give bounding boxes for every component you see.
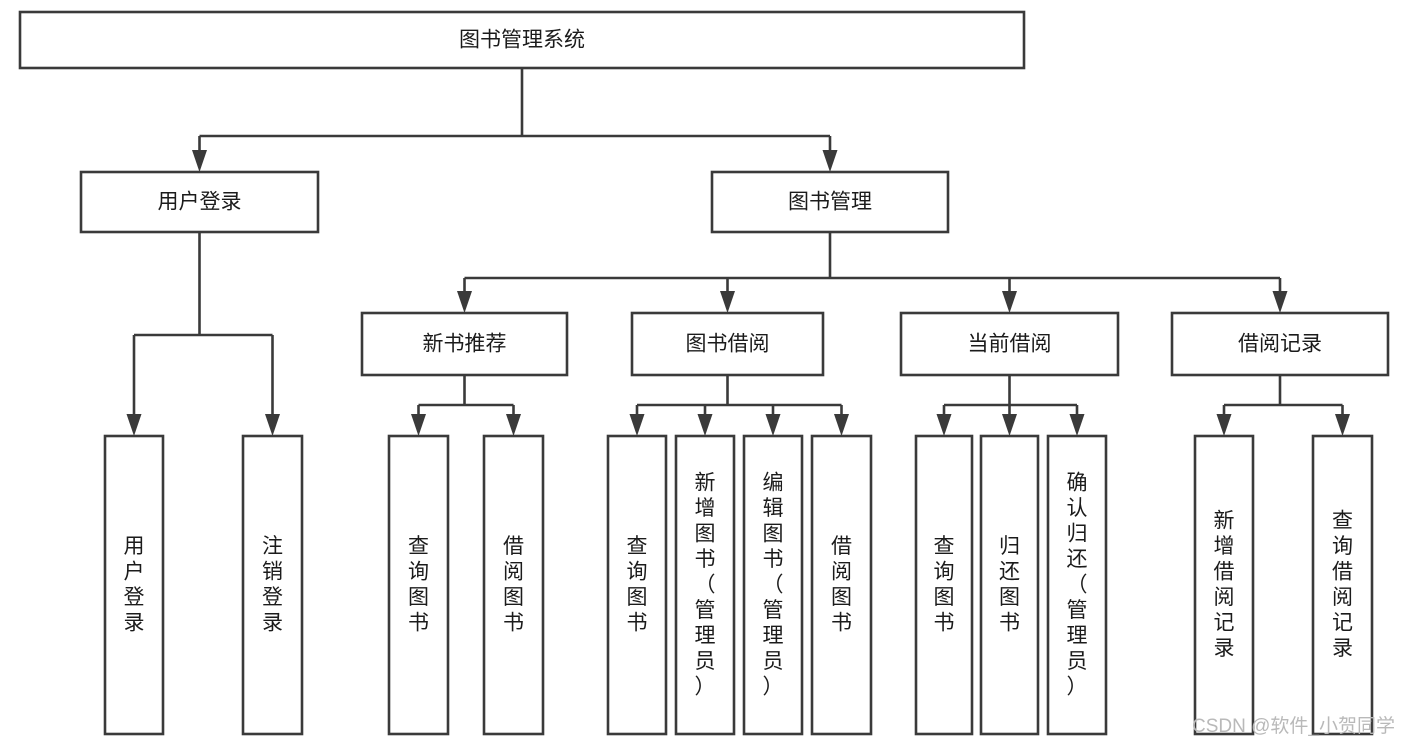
child-arrow-head — [1002, 291, 1017, 313]
node-box-user-logout — [241, 434, 304, 736]
node-borrow-book-rec[interactable]: 借阅图书 — [482, 434, 545, 736]
node-box-query-book-current — [914, 434, 974, 736]
child-arrow-head — [697, 414, 713, 436]
node-label-current-borrow: 当前借阅 — [968, 333, 1052, 356]
node-label-borrow-book-rec: 借阅图书 — [503, 535, 524, 635]
node-box-user-login-do — [103, 434, 165, 736]
child-arrow-head — [1069, 414, 1085, 436]
node-edit-book-admin[interactable]: 编辑图书（管理员） — [742, 434, 804, 736]
node-query-borrow-record[interactable]: 查询借阅记录 — [1311, 434, 1374, 736]
node-query-book-rec[interactable]: 查询图书 — [387, 434, 450, 736]
node-label-borrow-book: 借阅图书 — [831, 535, 852, 635]
child-arrow-head — [1002, 414, 1017, 436]
node-box-confirm-return-admin — [1046, 434, 1108, 736]
node-add-borrow-record[interactable]: 新增借阅记录 — [1193, 434, 1255, 736]
node-box-borrow-book — [810, 434, 873, 736]
node-box-borrow-book-rec — [482, 434, 545, 736]
node-current-borrow[interactable]: 当前借阅 — [899, 311, 1120, 377]
node-box-return-book — [979, 434, 1040, 736]
node-box-book-borrow — [630, 311, 825, 377]
child-arrow-head — [1335, 414, 1350, 436]
node-label-root: 图书管理系统 — [459, 29, 585, 52]
node-box-edit-book-admin — [742, 434, 804, 736]
child-arrow-head — [1272, 291, 1288, 313]
node-box-new-book-recommend — [360, 311, 569, 377]
node-query-book-current[interactable]: 查询图书 — [914, 434, 974, 736]
child-arrow-head — [457, 291, 472, 313]
child-arrow-head — [765, 414, 781, 436]
csdn-watermark: CSDN @软件_小贺同学 — [1192, 715, 1395, 737]
node-label-query-book-borrow: 查询图书 — [627, 535, 648, 635]
child-arrow-head — [720, 291, 735, 313]
node-label-edit-book-admin: 编辑图书（管理员） — [763, 471, 784, 698]
node-user-logout[interactable]: 注销登录 — [241, 434, 304, 736]
child-arrow-head — [192, 150, 207, 172]
child-arrow-head — [822, 150, 838, 172]
node-return-book[interactable]: 归还图书 — [979, 434, 1040, 736]
node-box-book-management — [710, 170, 950, 234]
node-box-user-login — [79, 170, 320, 234]
node-borrow-book[interactable]: 借阅图书 — [810, 434, 873, 736]
node-box-add-borrow-record — [1193, 434, 1255, 736]
node-label-book-borrow: 图书借阅 — [686, 333, 770, 356]
node-box-borrow-records — [1170, 311, 1390, 377]
node-box-query-book-rec — [387, 434, 450, 736]
node-label-confirm-return-admin: 确认归还（管理员） — [1067, 471, 1088, 698]
node-label-query-book-current: 查询图书 — [934, 535, 955, 635]
node-label-add-borrow-record: 新增借阅记录 — [1214, 510, 1235, 661]
node-box-query-borrow-record — [1311, 434, 1374, 736]
node-label-add-book-admin: 新增图书（管理员） — [695, 471, 716, 698]
node-box-add-book-admin — [674, 434, 736, 736]
child-arrow-head — [834, 414, 849, 436]
child-arrow-head — [411, 414, 426, 436]
node-user-login-do[interactable]: 用户登录 — [103, 434, 165, 736]
node-confirm-return-admin[interactable]: 确认归还（管理员） — [1046, 434, 1108, 736]
child-arrow-head — [629, 414, 645, 436]
node-label-user-login-do: 用户登录 — [124, 535, 145, 635]
node-label-user-logout: 注销登录 — [262, 535, 283, 635]
node-label-query-book-rec: 查询图书 — [408, 535, 429, 635]
node-user-login[interactable]: 用户登录 — [79, 170, 320, 234]
node-label-return-book: 归还图书 — [999, 535, 1020, 635]
node-add-book-admin[interactable]: 新增图书（管理员） — [674, 434, 736, 736]
node-box-root — [18, 10, 1026, 70]
node-book-borrow[interactable]: 图书借阅 — [630, 311, 825, 377]
child-arrow-head — [265, 414, 280, 436]
node-label-book-management: 图书管理 — [788, 191, 872, 214]
child-arrow-head — [126, 414, 142, 436]
node-root[interactable]: 图书管理系统 — [18, 10, 1026, 70]
child-arrow-head — [506, 414, 521, 436]
node-box-query-book-borrow — [606, 434, 668, 736]
child-arrow-head — [936, 414, 952, 436]
child-arrow-head — [1216, 414, 1232, 436]
node-new-book-recommend[interactable]: 新书推荐 — [360, 311, 569, 377]
node-box-current-borrow — [899, 311, 1120, 377]
node-query-book-borrow[interactable]: 查询图书 — [606, 434, 668, 736]
node-book-management[interactable]: 图书管理 — [710, 170, 950, 234]
node-label-query-borrow-record: 查询借阅记录 — [1332, 510, 1353, 661]
node-label-new-book-recommend: 新书推荐 — [423, 333, 507, 356]
node-borrow-records[interactable]: 借阅记录 — [1170, 311, 1390, 377]
node-label-user-login: 用户登录 — [158, 191, 242, 214]
node-label-borrow-records: 借阅记录 — [1238, 333, 1322, 356]
